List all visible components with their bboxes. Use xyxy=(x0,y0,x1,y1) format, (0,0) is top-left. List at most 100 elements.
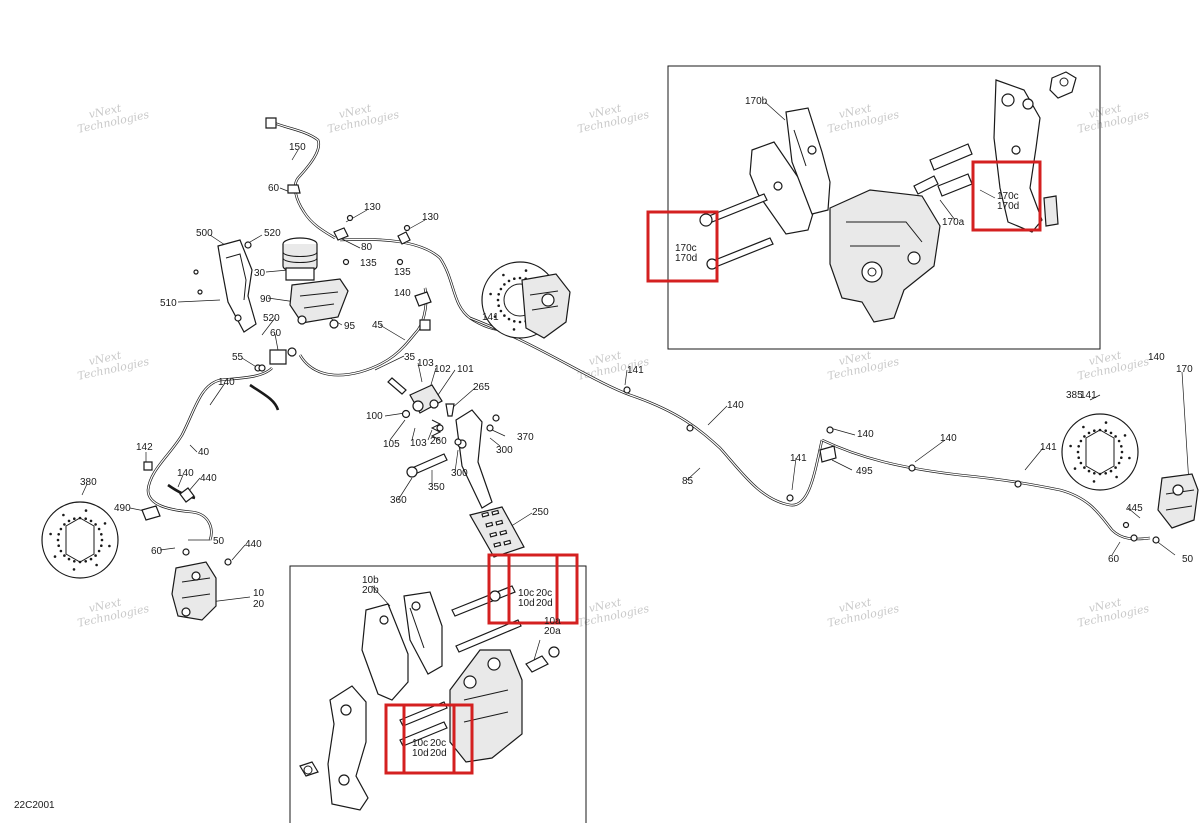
rotor-hole xyxy=(499,287,503,291)
rotor-hole xyxy=(493,315,497,318)
callout: 103 xyxy=(410,438,427,449)
rotor-hole xyxy=(84,517,87,520)
detail-box-rear-caliper xyxy=(667,65,1101,350)
callout: 60 xyxy=(268,183,280,194)
rotor-hole xyxy=(496,298,500,302)
rotor-hole xyxy=(1128,456,1131,460)
callout: 135 xyxy=(360,258,377,269)
callout: 90 xyxy=(260,294,272,305)
callout: 250 xyxy=(532,507,549,518)
callout: 520 xyxy=(264,228,281,239)
rotor-hole xyxy=(1123,434,1127,437)
callout: 141 xyxy=(790,453,807,464)
callout: 95 xyxy=(344,321,356,332)
diagram-code: 22C2001 xyxy=(14,800,55,811)
callout: 170c xyxy=(675,243,697,254)
callout: 10d xyxy=(412,748,429,759)
callout: 10d xyxy=(518,598,535,609)
rotor-hole xyxy=(1114,435,1117,438)
rotor-hole xyxy=(1117,461,1121,465)
rotor-hole xyxy=(1109,469,1113,473)
rotor-hole xyxy=(73,560,76,563)
callout: 10b xyxy=(362,575,379,586)
callout: 495 xyxy=(856,466,873,477)
rotor-hole xyxy=(57,533,60,536)
callout: 20c xyxy=(430,738,446,749)
rotor-hole xyxy=(89,557,93,561)
callout: 102 xyxy=(434,364,451,375)
callout: 20b xyxy=(362,585,379,596)
callout: 500 xyxy=(196,228,213,239)
callout: 50 xyxy=(213,536,225,547)
callout: 140 xyxy=(940,433,957,444)
highlight-box-10cd-upper-b xyxy=(507,553,579,625)
rotor-hole xyxy=(1087,469,1091,473)
rotor-hole xyxy=(1073,467,1077,470)
rotor-hole xyxy=(78,516,82,520)
callout: 10c xyxy=(518,588,534,599)
rotor-hole xyxy=(499,309,503,313)
callout: 170 xyxy=(1176,364,1193,375)
callout: 20d xyxy=(536,598,553,609)
callout: 140 xyxy=(177,468,194,479)
callout: 141 xyxy=(1040,442,1057,453)
rotor-hole xyxy=(62,513,65,517)
rotor-hole xyxy=(502,273,505,277)
callout: 30 xyxy=(254,268,266,279)
callout: 80 xyxy=(361,242,373,253)
callout: 10c xyxy=(412,738,428,749)
rotor-hole xyxy=(1104,421,1108,424)
callout: 20d xyxy=(430,748,447,759)
callout: 35 xyxy=(404,352,416,363)
callout: 55 xyxy=(232,352,244,363)
callout: 140 xyxy=(218,377,235,388)
rotor-hole xyxy=(489,292,492,296)
callout: 150 xyxy=(289,142,306,153)
callout: 130 xyxy=(364,202,381,213)
callout: 510 xyxy=(160,298,177,309)
rotor-hole xyxy=(1104,429,1107,433)
rotor-hole xyxy=(94,523,97,526)
rotor-hole xyxy=(63,554,66,557)
rotor-hole xyxy=(513,320,516,323)
callout: 350 xyxy=(428,482,445,493)
rotor-hole xyxy=(67,557,71,561)
rotor-hole xyxy=(518,276,522,280)
callout: 142 xyxy=(136,442,153,453)
callout: 300 xyxy=(451,468,468,479)
rotor-hole xyxy=(518,320,522,324)
rotor-hole xyxy=(1083,466,1086,469)
rotor-hole xyxy=(59,527,63,531)
callout: 140 xyxy=(857,429,874,440)
rotor-hole xyxy=(1120,456,1123,460)
callout: 520 xyxy=(263,313,280,324)
rotor-hole xyxy=(1104,472,1107,475)
callout: 40 xyxy=(198,447,210,458)
rotor-hole xyxy=(1098,428,1102,432)
rotor-hole xyxy=(89,519,93,523)
rotor-hole xyxy=(524,269,528,272)
rotor-hole xyxy=(1079,439,1083,443)
rotor-hole xyxy=(94,554,97,557)
callout: 385 xyxy=(1066,390,1083,401)
rotor-hole xyxy=(1077,456,1080,460)
rotor-hole xyxy=(1120,450,1124,454)
rotor-hole xyxy=(95,563,98,567)
rotor-hole xyxy=(1117,439,1121,443)
rotor-hole xyxy=(67,519,71,523)
rotor-hole xyxy=(503,283,506,286)
callout: 170a xyxy=(942,217,965,228)
callout: 170b xyxy=(745,96,768,107)
rotor-hole xyxy=(103,522,107,525)
rotor-hole xyxy=(1087,431,1091,435)
components xyxy=(41,117,1199,621)
rotor-hole xyxy=(1115,475,1118,479)
